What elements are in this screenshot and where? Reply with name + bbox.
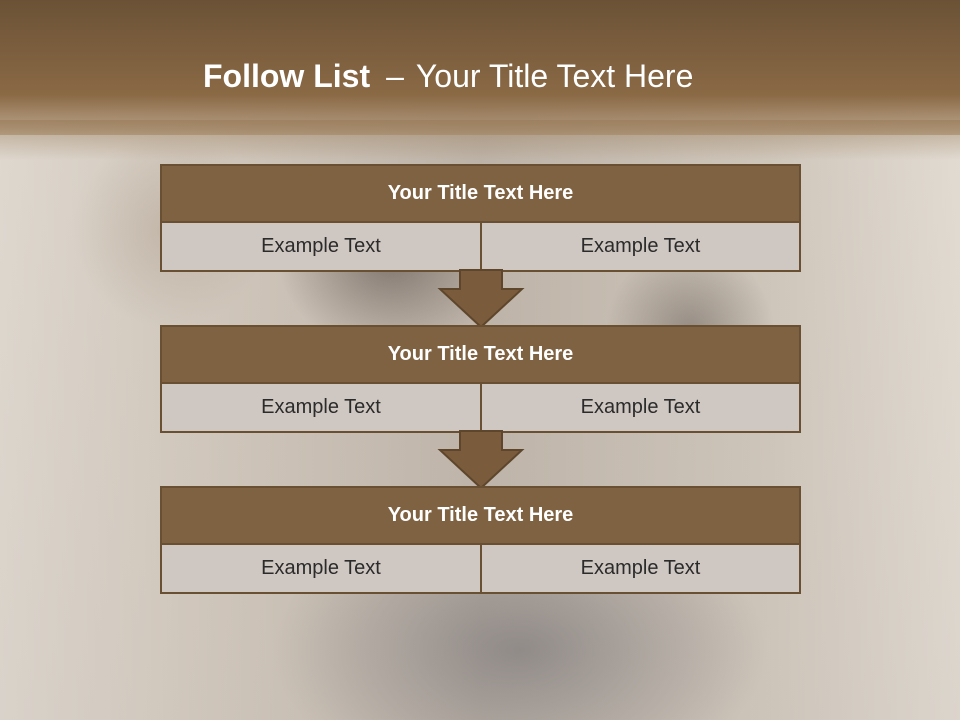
list-block-2: Your Title Text Here Example Text Exampl…: [160, 325, 801, 433]
block-cell-left: Example Text: [162, 223, 480, 270]
header-band: [0, 0, 960, 135]
block-cell-right: Example Text: [482, 545, 799, 592]
block-cell-right: Example Text: [482, 384, 799, 431]
block-title: Your Title Text Here: [162, 488, 799, 543]
slide-title-bold: Follow List: [203, 58, 371, 94]
list-block-1: Your Title Text Here Example Text Exampl…: [160, 164, 801, 272]
down-arrow-icon: [437, 269, 525, 329]
down-arrow-icon: [437, 430, 525, 490]
block-cell-left: Example Text: [162, 545, 480, 592]
block-title: Your Title Text Here: [162, 166, 799, 221]
slide-title: Follow List–Your Title Text Here: [203, 56, 693, 96]
header-fade: [0, 120, 960, 160]
block-title: Your Title Text Here: [162, 327, 799, 382]
block-cell-left: Example Text: [162, 384, 480, 431]
slide-title-rest: Your Title Text Here: [415, 58, 694, 94]
block-cell-right: Example Text: [482, 223, 799, 270]
slide-title-separator: –: [386, 58, 404, 94]
list-block-3: Your Title Text Here Example Text Exampl…: [160, 486, 801, 594]
